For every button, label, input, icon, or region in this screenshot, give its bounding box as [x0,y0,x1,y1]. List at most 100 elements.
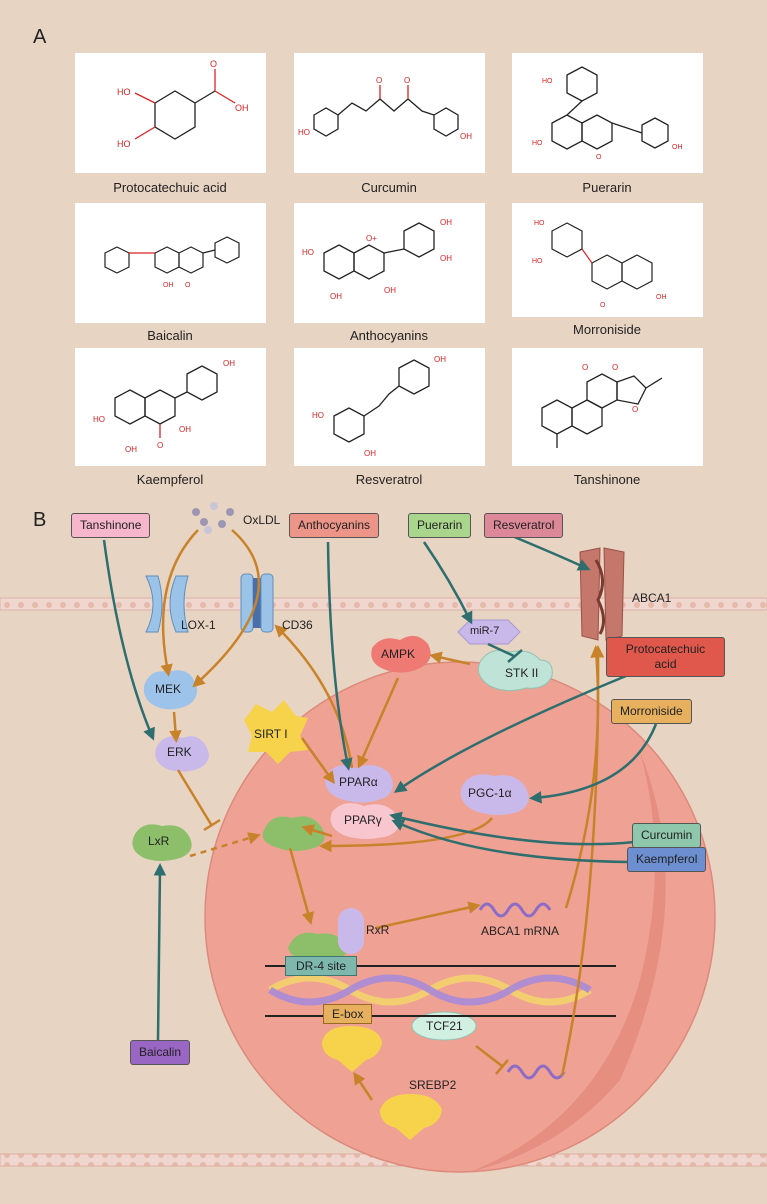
label-ppara: PPARα [339,775,378,789]
label-pgc: PGC-1α [468,786,512,800]
label-abca1-mrna: ABCA1 mRNA [481,924,560,938]
svg-text:HO: HO [93,415,105,424]
lox1-receptor [145,575,189,633]
stk-shape [477,649,553,692]
compound-caption: Protocatechuic acid [113,180,227,195]
svg-text:HO: HO [302,248,314,257]
anthocyanins-structure: HO OH OH OH OH O+ [302,218,452,301]
ebox-protein-shape [322,1026,382,1072]
structure-card-kaempferol: HO OH OH OH O [75,348,266,466]
srebp2-shape [380,1094,442,1140]
svg-text:OH: OH [179,425,191,434]
svg-text:OH: OH [434,355,446,364]
panel-a-label: A [33,26,47,48]
svg-text:OH: OH [163,282,174,289]
compound-caption: Puerarin [582,180,632,195]
drug-box-kaempferol: Kaempferol [627,847,707,872]
label-srebp2: SREBP2 [409,1078,457,1092]
cell-membrane-top [0,597,767,611]
drug-box-anthocyanins: Anthocyanins [289,513,380,538]
svg-text:HO: HO [117,139,131,149]
compound-caption: Kaempferol [136,472,204,487]
svg-text:OH: OH [223,359,235,368]
label-sirt: SIRT I [254,727,288,741]
svg-text:O: O [185,282,191,289]
svg-text:OH: OH [672,144,683,151]
svg-text:O: O [632,405,638,414]
drug-box-puerarin: Puerarin [408,513,472,538]
svg-text:OH: OH [125,445,137,454]
label-rxr: RxR [366,923,390,937]
svg-text:HO: HO [117,87,131,97]
svg-text:HO: HO [532,258,543,265]
svg-text:OH: OH [440,218,452,227]
abca1-mrna-squiggle [478,902,552,918]
label-lxr: LxR [148,834,170,848]
label-cd36: CD36 [282,618,313,632]
label-mir7: miR-7 [470,625,500,637]
compound-caption: Morroniside [573,322,641,337]
svg-text:HO: HO [298,128,310,137]
ppara-shape [325,765,393,803]
structure-card-tanshinone: O O O [512,348,703,466]
label-stk: STK II [505,666,539,680]
teal-arrows [102,534,658,1041]
label-erk: ERK [167,745,192,759]
dr4-complex-shape [288,908,364,962]
svg-text:HO: HO [542,78,553,85]
structure-card-baicalin: OH O [75,203,266,323]
svg-text:OH: OH [364,449,376,458]
abca1-transporter [579,547,625,641]
svg-text:O: O [404,76,410,85]
compound-caption: Baicalin [147,328,193,343]
svg-text:OH: OH [440,254,452,263]
svg-text:HO: HO [312,411,324,420]
label-oxldl: OxLDL [243,513,281,527]
svg-text:O: O [596,154,602,161]
svg-text:O: O [612,363,618,372]
lxr-shape [132,824,192,861]
orange-arrows [160,529,605,1101]
morroniside-structure: HO HO OH O [532,220,667,309]
label-ebox: E-box [323,1004,373,1024]
drug-box-morroniside: Morroniside [611,699,692,724]
compound-caption: Tanshinone [573,472,641,487]
label-tcf21: TCF21 [426,1019,463,1033]
mrna-squiggle-bottom [506,1064,566,1080]
oxldl-particles [192,502,234,534]
erk-shape [155,736,209,772]
svg-text:OH: OH [235,103,249,113]
compound-caption: Curcumin [361,180,417,195]
svg-text:OH: OH [330,292,342,301]
label-abca1: ABCA1 [632,591,672,605]
svg-text:OH: OH [656,294,667,301]
label-lox1: LOX-1 [181,618,216,632]
svg-text:O: O [600,302,606,309]
svg-text:O: O [582,363,588,372]
svg-text:O+: O+ [366,234,377,243]
kaempferol-structure: HO OH OH OH O [93,359,235,454]
structure-card-anthocyanins: HO OH OH OH OH O+ [294,203,485,323]
baicalin-structure: OH O [104,236,240,289]
nucleus-shading [470,752,666,1172]
drug-box-baicalin: Baicalin [130,1040,191,1065]
tcf21-shape [411,1011,477,1041]
panel-b-label: B [33,509,47,531]
pgc-shape [460,774,529,815]
svg-text:O: O [157,441,163,450]
ampk-shape [371,635,431,673]
drug-box-curcumin: Curcumin [632,823,702,848]
drug-box-resveratrol: Resveratrol [484,513,564,538]
svg-text:OH: OH [384,286,396,295]
drug-box-tanshinone: Tanshinone [71,513,151,538]
drug-box-protocatechuic: Protocatechuic acid [606,637,725,677]
compound-caption: Anthocyanins [349,328,429,343]
sirt-shape [244,700,308,764]
svg-text:HO: HO [534,220,545,227]
